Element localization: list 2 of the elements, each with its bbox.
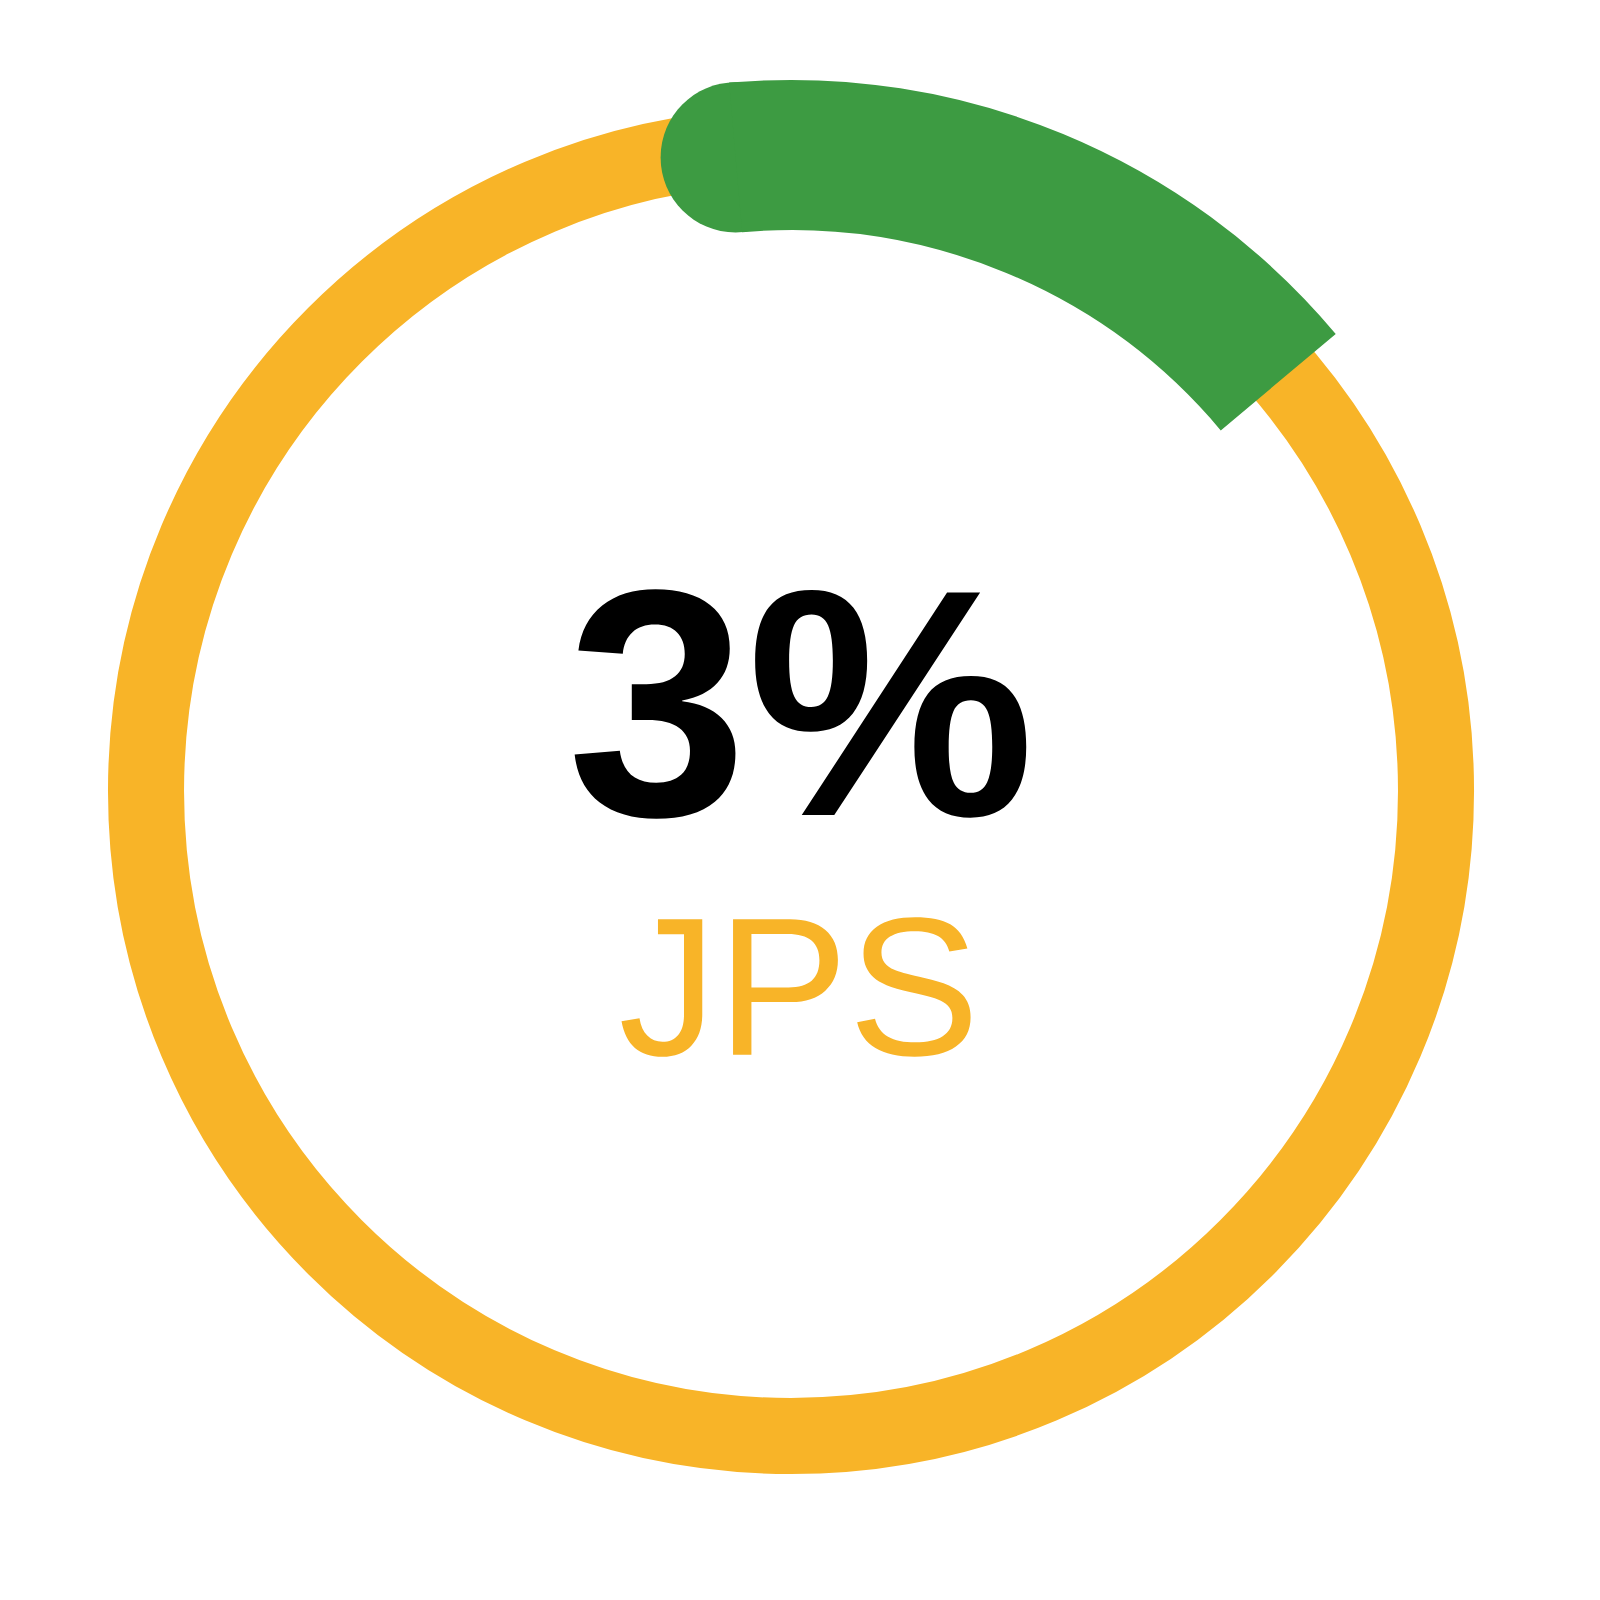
percentage-value: 3% <box>574 589 1027 819</box>
caption-text: JPS <box>621 917 971 1057</box>
